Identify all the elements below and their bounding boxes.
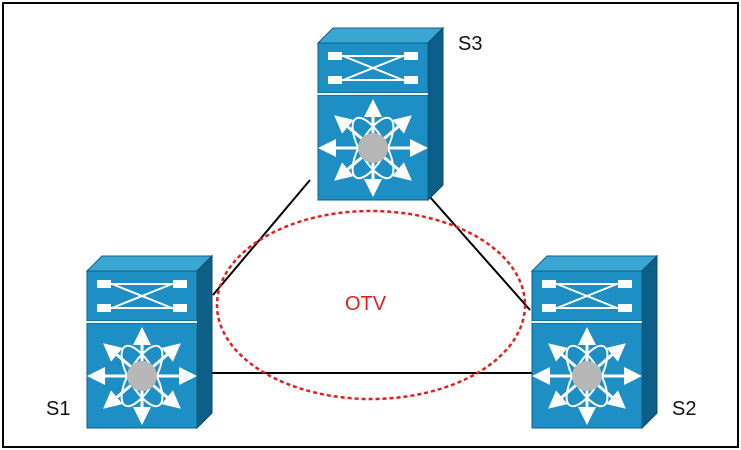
otv-label: OTV xyxy=(345,293,387,315)
switch-s2-icon xyxy=(532,256,657,428)
links xyxy=(212,179,532,374)
link-s3-s2 xyxy=(429,196,531,311)
otv-overlay-ellipse xyxy=(215,209,527,401)
switch-s2-label: S2 xyxy=(672,398,697,420)
switch-s3-label: S3 xyxy=(458,33,483,55)
switch-s3-icon xyxy=(318,28,443,200)
switch-s1-label: S1 xyxy=(46,398,71,420)
switch-s1-icon xyxy=(87,256,212,428)
